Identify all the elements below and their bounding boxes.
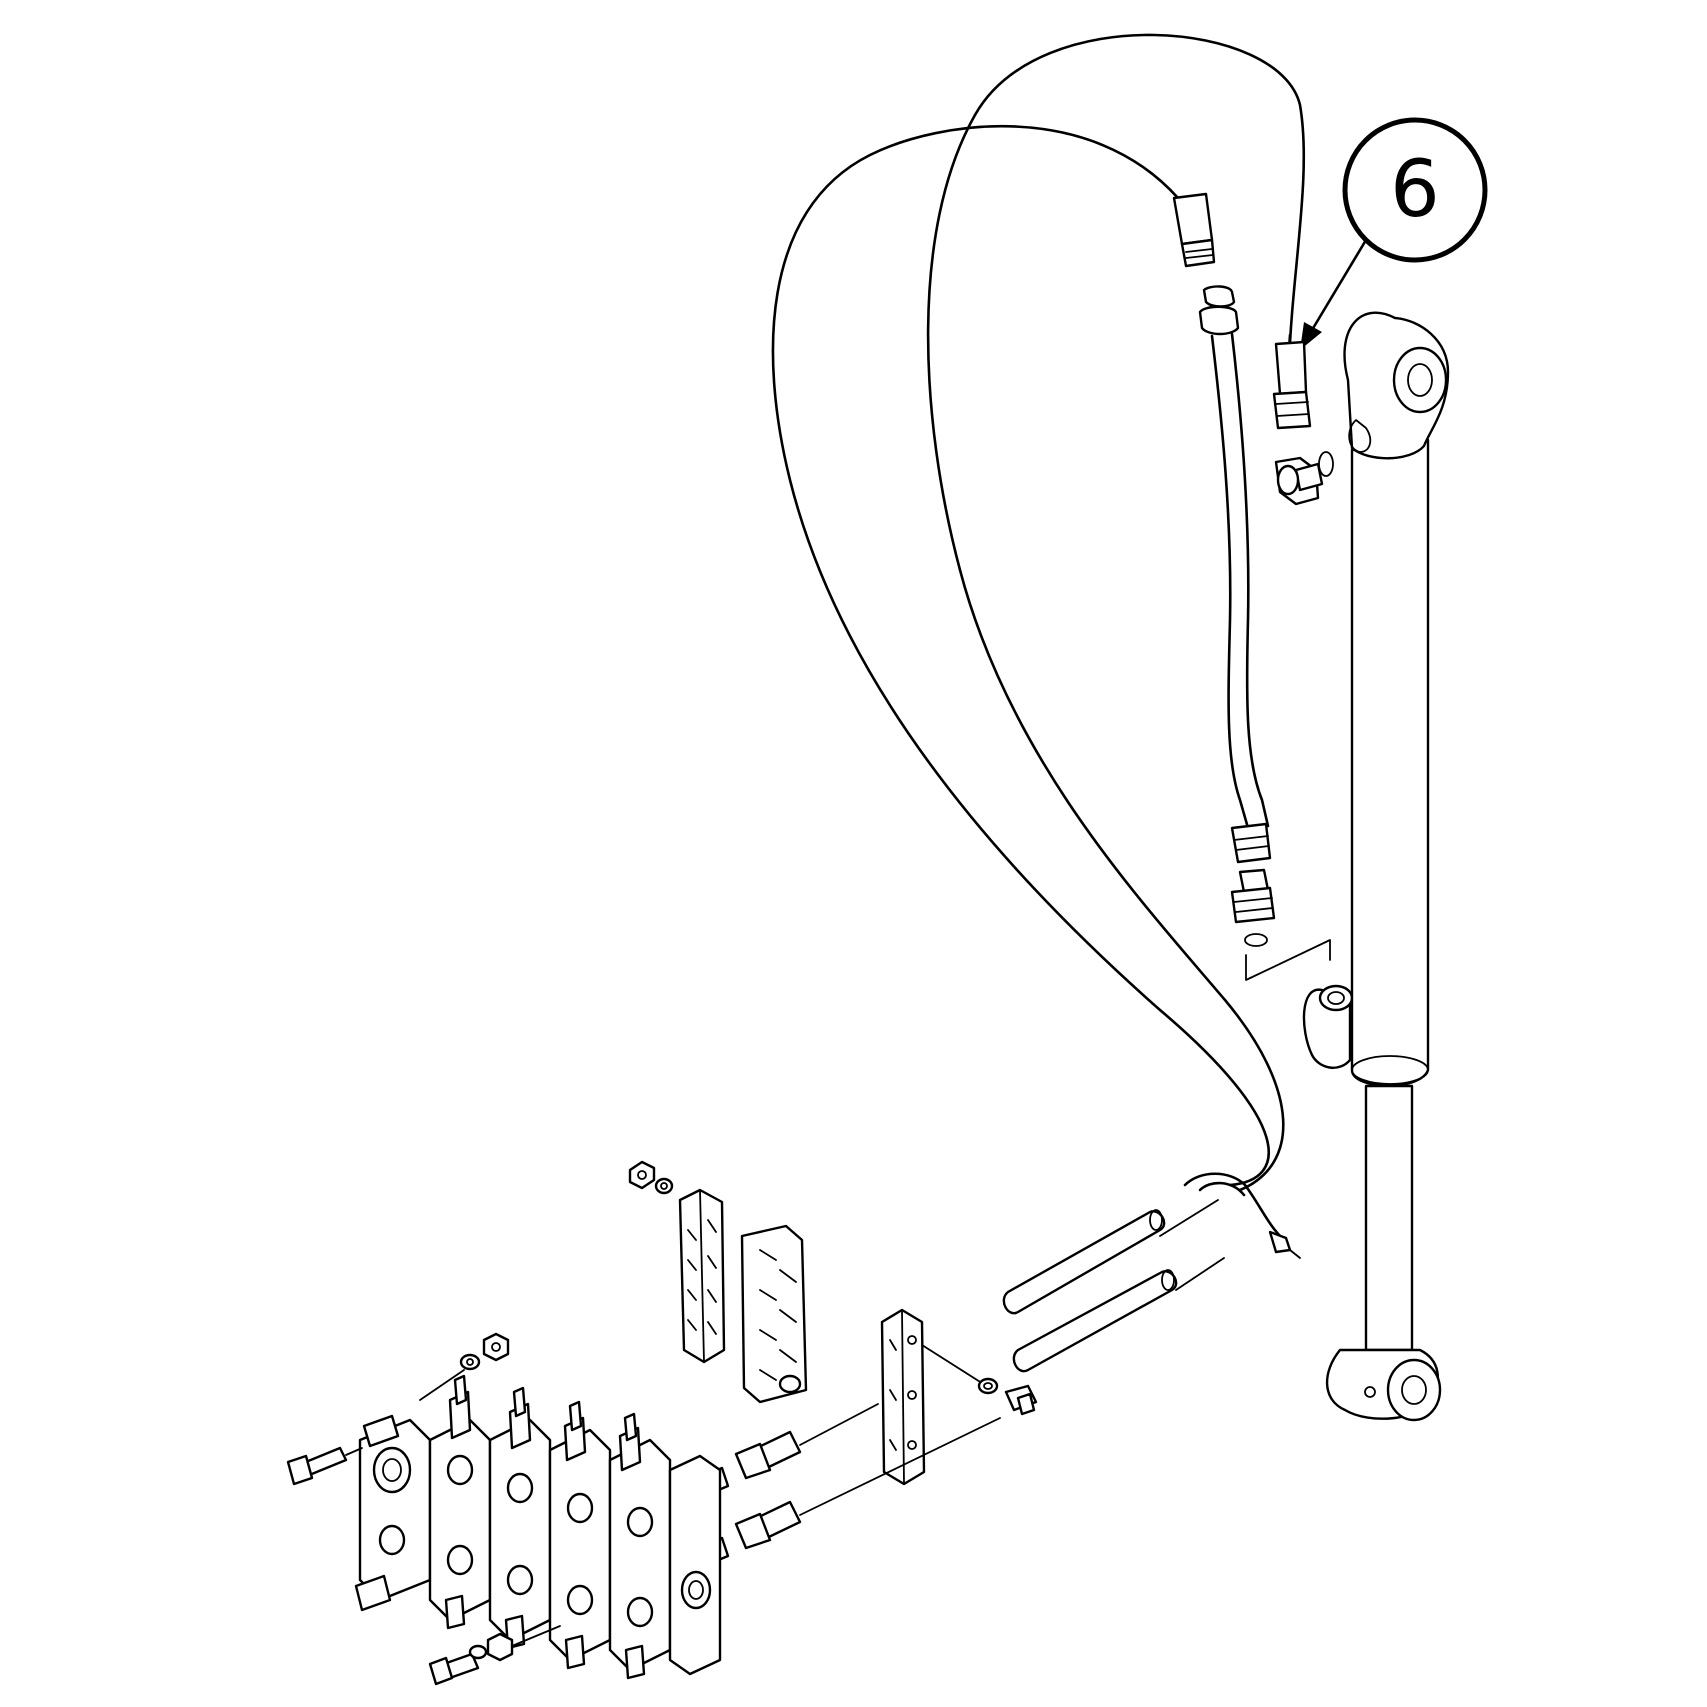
callout-arrow — [1310, 238, 1368, 332]
valve-mount-bolt-bottom — [428, 1625, 561, 1686]
callout-label: 6 — [1390, 145, 1440, 235]
clamp-plate-left — [678, 1188, 726, 1364]
control-valve-bank — [354, 1374, 722, 1680]
callout-arrowhead — [1300, 322, 1322, 350]
pipe-sleeve-lower — [1012, 1269, 1178, 1373]
hose-assembly — [771, 33, 1306, 1192]
clamp-plate-right — [740, 1224, 808, 1404]
callout-circle — [1342, 117, 1488, 263]
nut-and-washer-top — [628, 1160, 674, 1195]
lower-fittings — [1230, 868, 1354, 1069]
valve-mount-bolt-left — [286, 1446, 363, 1486]
adapter-lower — [683, 1417, 1001, 1575]
upper-hose-fitting — [1172, 192, 1240, 336]
bracket-bolt — [977, 1377, 1038, 1416]
pipe-sleeve-upper — [1002, 1209, 1166, 1315]
valve-mount-nut-top — [419, 1332, 510, 1401]
hose-end-fitting — [1272, 340, 1334, 506]
rigid-pipe — [1210, 332, 1272, 864]
callout-6: 6 — [1300, 117, 1488, 350]
hydraulic-cylinder — [1325, 311, 1450, 1422]
mount-bracket — [880, 1308, 986, 1486]
hose-clamp — [1183, 1172, 1301, 1259]
